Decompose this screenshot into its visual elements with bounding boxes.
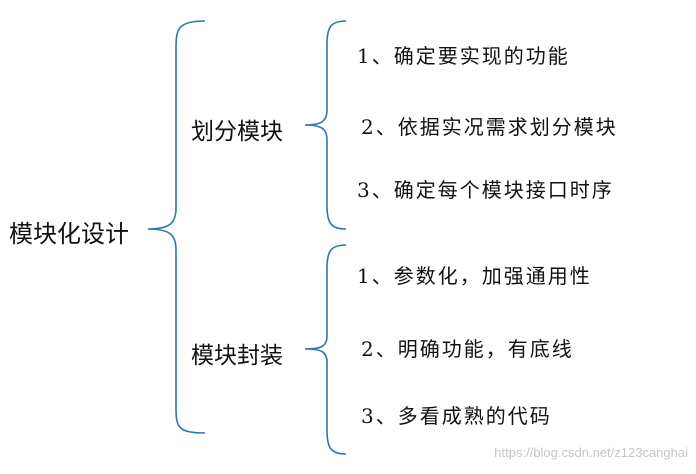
watermark: https://blog.csdn.net/z123canghai — [494, 445, 688, 460]
leaf-node: 1、确定要实现的功能 — [357, 44, 570, 68]
branch2-bracket — [304, 244, 347, 455]
branch-node-module-encapsulation: 模块封装 — [191, 343, 283, 369]
leaf-node: 2、依据实况需求划分模块 — [361, 115, 618, 139]
root-bracket — [147, 20, 206, 434]
leaf-node: 2、明确功能，有底线 — [361, 337, 574, 361]
leaf-node: 3、多看成熟的代码 — [361, 404, 552, 428]
branch-node-divide-modules: 划分模块 — [191, 119, 283, 145]
leaf-node: 3、确定每个模块接口时序 — [357, 178, 614, 202]
root-node: 模块化设计 — [9, 220, 129, 248]
branch1-bracket — [304, 20, 347, 230]
leaf-node: 1、参数化，加强通用性 — [357, 264, 592, 288]
